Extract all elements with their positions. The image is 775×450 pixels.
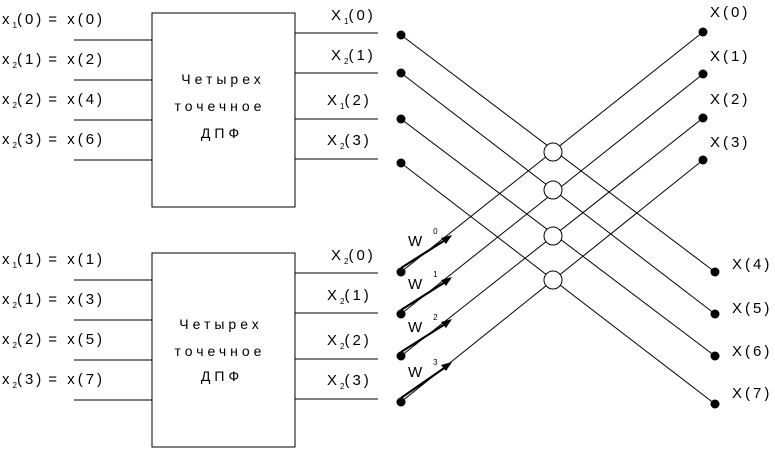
input-label: x2(1)= x(2)	[2, 51, 105, 70]
svg-text:X2(1): X2(1)	[331, 47, 376, 66]
svg-text:x1(0)= x(0): x1(0)= x(0)	[2, 11, 105, 30]
dft-title-line: ДПФ	[201, 368, 243, 384]
svg-text:X2(3): X2(3)	[327, 372, 372, 391]
twiddle-arrow	[400, 277, 452, 311]
input-label: x2(1)= x(3)	[2, 291, 105, 310]
sum-node	[543, 180, 563, 200]
svg-text:x2(1)= x(2): x2(1)= x(2)	[2, 51, 105, 70]
node-dot	[396, 397, 406, 407]
result-label: X(4)	[732, 256, 772, 273]
svg-text:X2(3): X2(3)	[327, 132, 372, 151]
sum-node	[543, 270, 563, 290]
svg-text:x2(1)= x(3): x2(1)= x(3)	[2, 291, 105, 310]
input-label: x2(2)= x(4)	[2, 91, 105, 110]
result-label: X(3)	[710, 134, 750, 151]
twiddle-label: W3	[408, 358, 438, 381]
node-dot	[710, 309, 720, 319]
svg-text:W1: W1	[408, 270, 438, 293]
node-dot	[698, 155, 708, 165]
node-dot	[396, 68, 406, 78]
dft-title-line: точечное	[175, 98, 266, 114]
node-dot	[396, 309, 406, 319]
sum-node	[543, 142, 563, 162]
node-dot	[396, 158, 406, 168]
input-label: x2(2)= x(5)	[2, 331, 105, 350]
result-label: X(6)	[732, 343, 772, 360]
sum-node	[543, 226, 563, 246]
twiddle-arrow	[400, 235, 452, 269]
svg-text:X1(2): X1(2)	[327, 92, 372, 111]
output-label: X1(2)	[327, 92, 372, 111]
svg-text:W0: W0	[408, 227, 438, 250]
butterfly-network: W0 W1 W2 W3 X(0) X(1) X(2) X(3) X(4) X(5…	[396, 4, 772, 409]
svg-text:X2(1): X2(1)	[327, 287, 372, 306]
twiddle-label: W0	[408, 227, 438, 250]
result-label: X(1)	[710, 48, 750, 65]
result-label: X(7)	[732, 385, 772, 402]
svg-text:x2(3)= x(7): x2(3)= x(7)	[2, 371, 105, 390]
svg-text:X2(2): X2(2)	[327, 332, 372, 351]
result-label: X(2)	[710, 91, 750, 108]
svg-text:x1(1)= x(1): x1(1)= x(1)	[2, 251, 105, 270]
node-dot	[396, 267, 406, 277]
node-dot	[396, 351, 406, 361]
svg-text:W2: W2	[408, 313, 438, 336]
twiddle-arrow	[400, 362, 452, 399]
output-label: X1(0)	[331, 7, 376, 26]
node-dot	[698, 69, 708, 79]
output-label: X2(2)	[327, 332, 372, 351]
node-dot	[396, 30, 406, 40]
svg-text:x2(2)= x(4): x2(2)= x(4)	[2, 91, 105, 110]
input-label: x2(3)= x(6)	[2, 131, 105, 150]
node-dot	[698, 113, 708, 123]
dft-block-1: Четырех точечное ДПФ x1(0)= x(0) x2(1)= …	[2, 7, 378, 208]
svg-text:X2(0): X2(0)	[331, 247, 376, 266]
output-label: X2(3)	[327, 372, 372, 391]
dft-block-2: Четырех точечное ДПФ x1(1)= x(1) x2(1)= …	[2, 247, 378, 448]
svg-text:X1(0): X1(0)	[331, 7, 376, 26]
result-label: X(5)	[732, 300, 772, 317]
twiddle-arrow	[400, 319, 452, 353]
output-label: X2(1)	[327, 287, 372, 306]
twiddle-label: W2	[408, 313, 438, 336]
node-dot	[698, 27, 708, 37]
twiddle-label: W1	[408, 270, 438, 293]
output-label: X2(0)	[331, 247, 376, 266]
dft-box-1	[151, 12, 296, 208]
result-label: X(0)	[710, 4, 750, 21]
output-label: X2(1)	[331, 47, 376, 66]
input-label: x1(1)= x(1)	[2, 251, 105, 270]
node-dot	[396, 114, 406, 124]
dft-title-line: Четырех	[181, 71, 264, 87]
input-label: x1(0)= x(0)	[2, 11, 105, 30]
dft-box-2	[151, 252, 296, 448]
svg-text:W3: W3	[408, 358, 438, 381]
dft-title-line: точечное	[175, 343, 266, 359]
svg-text:x2(3)= x(6): x2(3)= x(6)	[2, 131, 105, 150]
input-label: x2(3)= x(7)	[2, 371, 105, 390]
node-dot	[710, 267, 720, 277]
node-dot	[710, 399, 720, 409]
dft-title-line: Четырех	[179, 316, 262, 332]
output-label: X2(3)	[327, 132, 372, 151]
svg-text:x2(2)= x(5): x2(2)= x(5)	[2, 331, 105, 350]
node-dot	[710, 351, 720, 361]
dft-title-line: ДПФ	[201, 125, 243, 141]
